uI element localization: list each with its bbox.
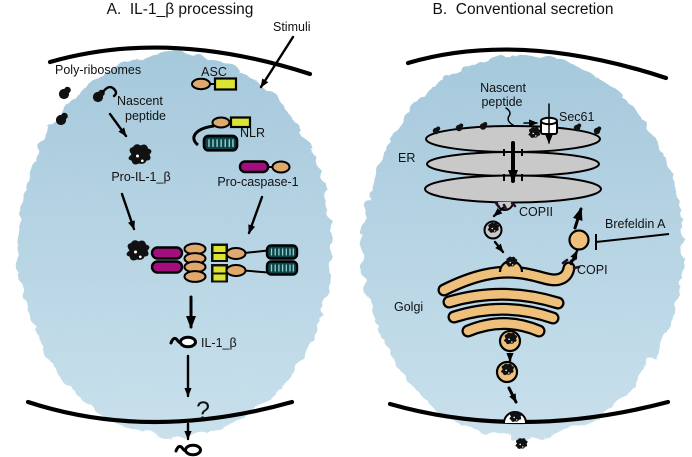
caspase-domain-bottom bbox=[150, 260, 184, 274]
retrograde-arrow-icon bbox=[572, 207, 583, 230]
unknown-release-question: ? bbox=[196, 397, 210, 425]
nascent-peptide-label-line2: peptide bbox=[125, 109, 166, 123]
exocytosis-arrow-icon bbox=[507, 386, 518, 404]
lrr-domain-top bbox=[265, 244, 299, 260]
golgi-label: Golgi bbox=[394, 300, 423, 314]
panel-b-title: B. Conventional secretion bbox=[433, 1, 614, 18]
er-label: ER bbox=[398, 151, 415, 165]
nlr-linker-curve bbox=[192, 124, 215, 147]
plasma-membrane-top-b bbox=[405, 47, 669, 81]
copii-label: COPII bbox=[519, 205, 553, 219]
nlr-label: NLR bbox=[240, 126, 265, 140]
golgi-cisterna-2 bbox=[444, 290, 563, 308]
secreted-cargo-icon bbox=[515, 438, 528, 449]
panel-a: A. IL-1_β processing Stimuli Poly-riboso… bbox=[15, 1, 329, 457]
nlr-arm-top bbox=[243, 249, 269, 254]
golgi-icon bbox=[437, 256, 576, 338]
pro-caspase-1-icon bbox=[238, 160, 291, 174]
stimuli-label: Stimuli bbox=[273, 20, 311, 34]
asc-stack-cell bbox=[213, 254, 226, 260]
golgi-cisterna-4 bbox=[463, 319, 544, 336]
stimuli-arrow-icon bbox=[259, 35, 295, 89]
inhibition-line bbox=[595, 233, 670, 243]
il1b-label: IL-1_β bbox=[201, 336, 237, 350]
nascent-peptide-squiggle-b-icon bbox=[505, 107, 514, 126]
copi-arrow-icon bbox=[569, 249, 579, 266]
pyd-oval-bottom bbox=[225, 264, 247, 277]
plasma-membrane-top-a bbox=[47, 45, 313, 77]
pro-caspase-catalytic-domain bbox=[238, 160, 270, 174]
nascent-peptide-b-label-line1: Nascent bbox=[480, 81, 526, 95]
sec61-label: Sec61 bbox=[559, 110, 594, 124]
nlr-pyd-domain bbox=[211, 116, 231, 129]
pro-caspase-card-domain bbox=[271, 160, 291, 174]
lrr-domain-bottom bbox=[265, 260, 299, 276]
golgi-cisterna-3 bbox=[449, 305, 558, 323]
pro-caspase-1-label: Pro-caspase-1 bbox=[217, 175, 298, 189]
nlr-arm-bottom bbox=[243, 269, 269, 274]
nlr-protein-icon bbox=[192, 116, 252, 152]
vesicle-to-golgi-arrow-icon bbox=[493, 240, 505, 254]
pyd-oval-top bbox=[225, 247, 247, 260]
panel-b: B. Conventional secretion Nascent peptid… bbox=[360, 1, 680, 449]
plasma-membrane-bottom-a bbox=[25, 399, 295, 425]
copii-coat-icon bbox=[494, 201, 517, 211]
inflammasome-complex-icon bbox=[126, 240, 299, 283]
cell-body-a bbox=[15, 50, 329, 434]
asc-label: ASC bbox=[201, 65, 227, 79]
brefeldin-inhibition-icon bbox=[595, 233, 670, 250]
asc-pyd-domain bbox=[191, 77, 211, 91]
asc-stack-cell bbox=[213, 274, 226, 281]
card-oval bbox=[183, 270, 207, 283]
caspase-domain-top bbox=[150, 246, 184, 260]
nascent-peptide-b-label-line2: peptide bbox=[481, 95, 522, 109]
asc-stack-cell bbox=[213, 246, 226, 252]
pro-caspase-to-inflammasome-arrow-icon bbox=[247, 195, 264, 235]
nascent-peptide-squiggle-icon bbox=[101, 85, 118, 98]
asc-stack-cell bbox=[213, 266, 226, 273]
translation-arrow-icon bbox=[108, 112, 128, 138]
golgi-cisterna-1 bbox=[439, 263, 574, 295]
nascent-peptide-label-line1: Nascent bbox=[117, 94, 163, 108]
asc-protein-icon bbox=[191, 77, 238, 91]
asc-card-domain bbox=[213, 77, 238, 91]
copi-vesicle-icon bbox=[568, 229, 590, 251]
pro-il1b-to-inflammasome-arrow-icon bbox=[120, 192, 136, 231]
copi-label: COPI bbox=[577, 263, 608, 277]
nlr-lrr-domain bbox=[202, 134, 239, 152]
secreted-il1b-icon bbox=[174, 443, 202, 457]
brefeldin-a-label: Brefeldin A bbox=[605, 217, 666, 231]
panel-a-title: A. IL-1_β processing bbox=[107, 1, 254, 18]
poly-ribosomes-label: Poly-ribosomes bbox=[55, 63, 141, 77]
nlr-nbd-domain bbox=[229, 116, 252, 129]
cell-body-b bbox=[360, 52, 680, 436]
copii-vesicle-arrow-icon bbox=[492, 206, 505, 218]
pro-il1b-label: Pro-IL-1_β bbox=[111, 170, 170, 184]
